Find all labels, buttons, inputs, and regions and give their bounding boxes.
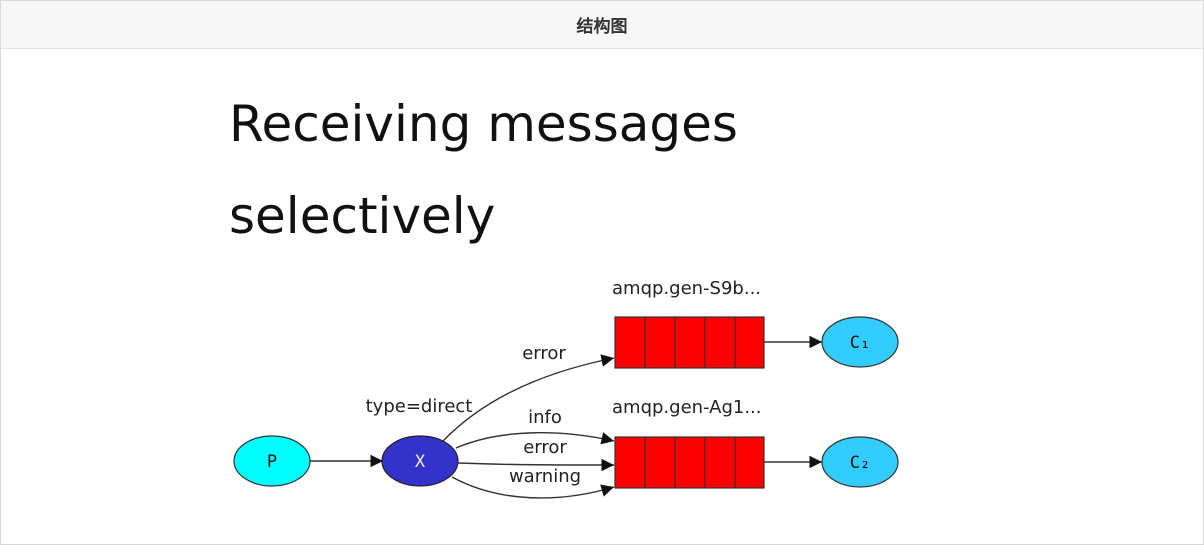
queue2-binding-info: info — [528, 407, 562, 428]
queue2-binding-error: error — [523, 437, 567, 458]
consumer2-shape — [821, 436, 899, 488]
exchange-type-label: type=direct — [366, 396, 473, 417]
queue1 — [614, 316, 765, 369]
exchange-shape — [381, 435, 459, 487]
edge-exchange-queue2-error — [457, 458, 615, 472]
edge-exchange-queue2-warning — [451, 476, 615, 499]
consumer1-node: C₁ — [821, 316, 899, 368]
exchange-label: X — [415, 452, 426, 472]
consumer2-label: C₂ — [850, 453, 870, 473]
queue2-name: amqp.gen-Ag1... — [612, 397, 762, 418]
queue1-shape — [614, 316, 765, 369]
heading-line-2: selectively — [229, 187, 496, 245]
queue2-shape — [614, 436, 765, 489]
panel-header: 结构图 — [1, 1, 1203, 49]
queue2-binding-warning: warning — [509, 466, 581, 487]
producer-node: P — [233, 435, 311, 487]
queue1-name: amqp.gen-S9b... — [612, 278, 761, 299]
panel-title: 结构图 — [576, 17, 628, 37]
consumer1-label: C₁ — [850, 333, 870, 353]
producer-label: P — [267, 452, 277, 472]
exchange-node: X — [381, 435, 459, 487]
queue1-binding-error: error — [522, 343, 566, 364]
queue2 — [614, 436, 765, 489]
edge-exchange-queue2-info — [455, 432, 615, 449]
consumer2-node: C₂ — [821, 436, 899, 488]
producer-shape — [233, 435, 311, 487]
diagram-heading: Receiving messages selectively — [229, 78, 849, 262]
edge-exchange-queue1-error — [442, 354, 615, 442]
heading-line-1: Receiving messages — [229, 95, 738, 153]
consumer1-shape — [821, 316, 899, 368]
